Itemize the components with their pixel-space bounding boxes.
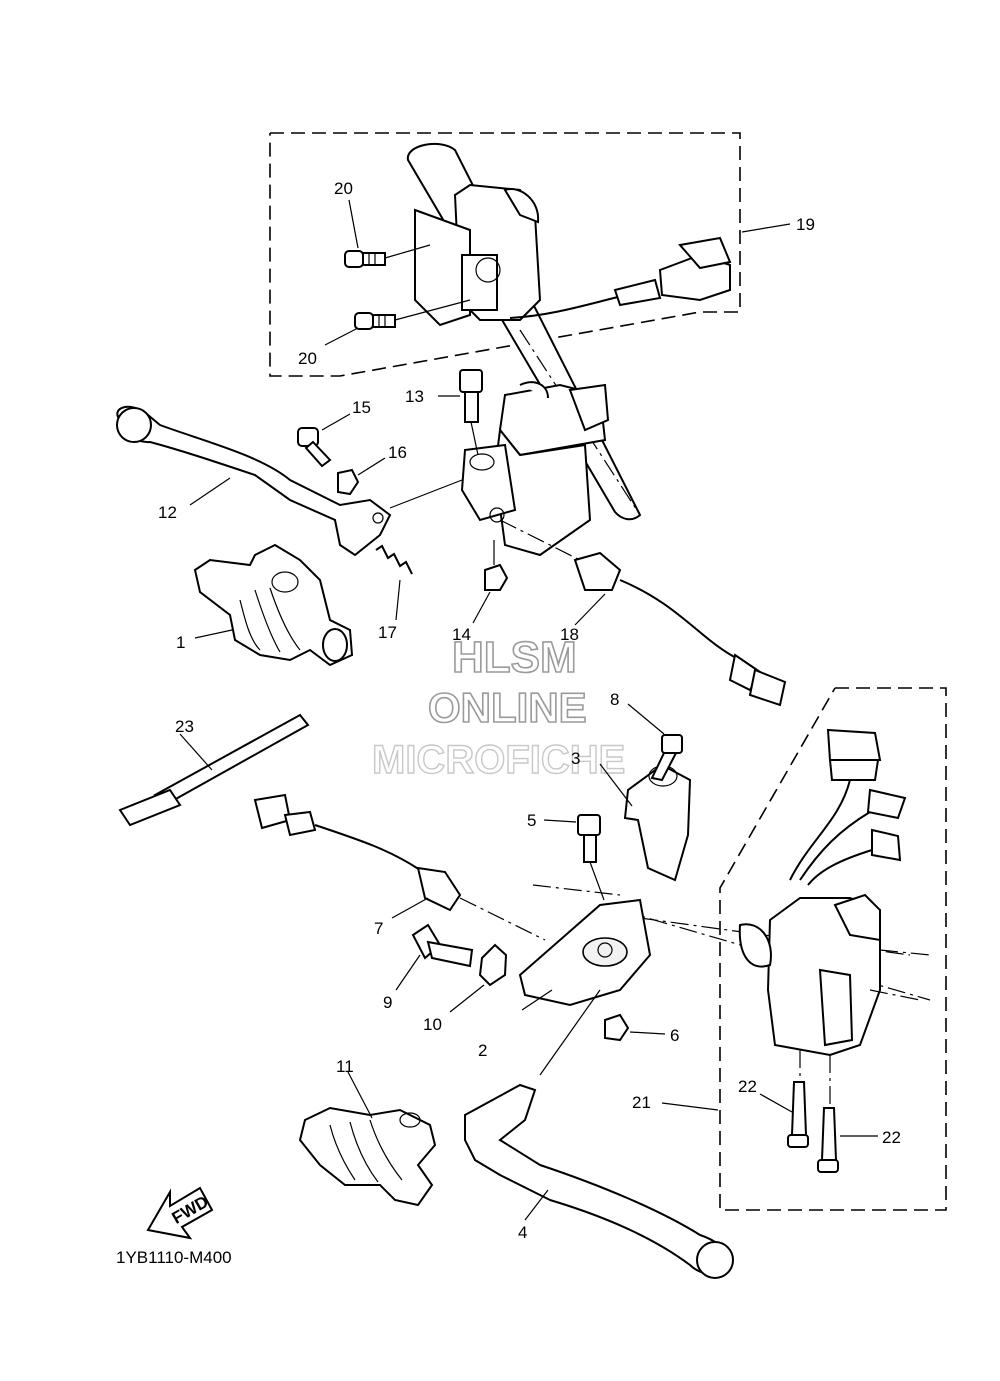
callout-2: 2: [478, 1041, 487, 1060]
callout-1: 1: [176, 633, 185, 652]
callout-7: 7: [374, 919, 383, 938]
callout-20b: 20: [298, 349, 317, 368]
callout-21: 21: [632, 1093, 651, 1112]
callout-17: 17: [378, 623, 397, 642]
callout-22a: 22: [738, 1077, 757, 1096]
callout-18: 18: [560, 625, 579, 644]
callout-13: 13: [405, 387, 424, 406]
screw-icon: [817, 1107, 839, 1173]
callout-12: 12: [158, 503, 177, 522]
watermark-line3: MICROFICHE: [372, 738, 625, 782]
callout-22b: 22: [882, 1128, 901, 1147]
screw-icon: [344, 250, 386, 268]
clutch-switch-group: 7: [253, 793, 546, 941]
callout-8: 8: [610, 690, 619, 709]
left-lever-group: 12 15 16 17 1: [116, 398, 463, 667]
screw-icon: [354, 312, 396, 330]
master-cylinder-group: 13 14 18: [405, 329, 787, 707]
screw-icon: [787, 1081, 809, 1148]
handlebar-switch-group: 21 22 22: [632, 687, 947, 1211]
callout-3: 3: [571, 749, 580, 768]
diagram-code: 1YB1110-M400: [116, 1248, 232, 1267]
lever-holder-group: 2 5 3 8 9 10 6: [383, 690, 931, 1060]
callout-16: 16: [388, 443, 407, 462]
watermark: HLSM ONLINE MICROFICHE: [371, 632, 626, 783]
watermark-line2: ONLINE: [428, 684, 587, 731]
right-lever-group: 4: [464, 989, 734, 1279]
cable-tie-group: 23: [118, 713, 310, 827]
callout-9: 9: [383, 993, 392, 1012]
watermark-line1: HLSM: [452, 633, 577, 682]
callout-11: 11: [336, 1057, 354, 1076]
lever-boot-group: 11: [298, 1057, 437, 1207]
callout-5: 5: [527, 811, 536, 830]
callout-14: 14: [452, 625, 471, 644]
callout-6: 6: [670, 1026, 679, 1045]
callout-15: 15: [352, 398, 371, 417]
callout-23: 23: [175, 717, 194, 736]
callout-10: 10: [423, 1015, 442, 1034]
fwd-arrow-icon: FWD: [146, 1186, 214, 1240]
callout-4: 4: [518, 1223, 527, 1242]
callout-20a: 20: [334, 179, 353, 198]
callout-19: 19: [796, 215, 815, 234]
